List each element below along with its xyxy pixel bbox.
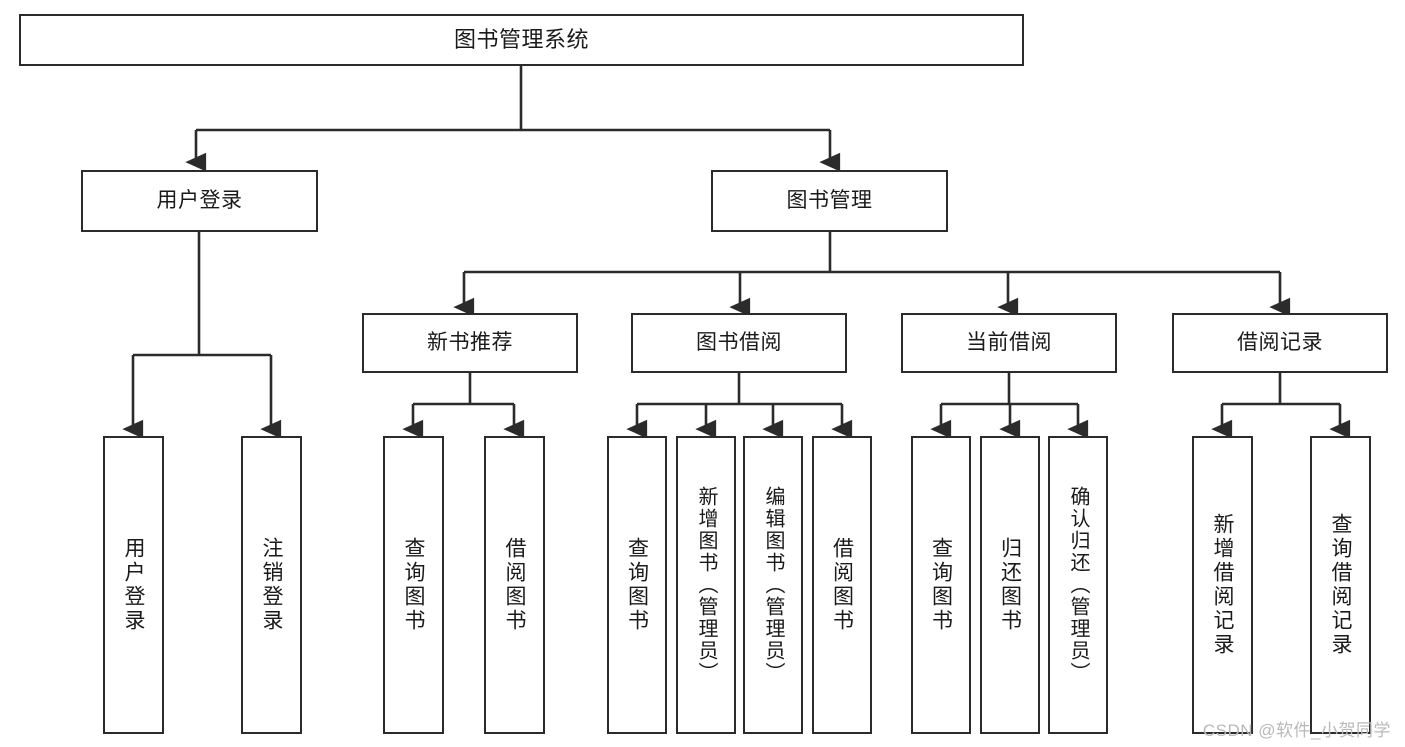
node-current-borrow[interactable]: 当前借阅 [901, 313, 1117, 373]
node-label: 借阅记录 [1237, 330, 1323, 354]
leaf-add-borrow-record[interactable]: 新增借阅记录 [1192, 436, 1253, 734]
leaf-query-book-current[interactable]: 查询图书 [911, 436, 971, 734]
leaf-query-book-borrow[interactable]: 查询图书 [607, 436, 667, 734]
leaf-return-book[interactable]: 归还图书 [980, 436, 1040, 734]
node-root-system[interactable]: 图书管理系统 [19, 14, 1024, 66]
node-book-borrow[interactable]: 图书借阅 [631, 313, 847, 373]
leaf-edit-book-admin[interactable]: 编辑图书（管理员） [743, 436, 803, 734]
leaf-add-book-admin[interactable]: 新增图书（管理员） [676, 436, 736, 734]
node-label: 新增图书（管理员） [695, 486, 717, 684]
leaf-user-login[interactable]: 用户登录 [103, 436, 164, 734]
node-label: 新书推荐 [427, 330, 513, 354]
leaf-borrow-book[interactable]: 借阅图书 [812, 436, 872, 734]
node-label: 用户登录 [122, 537, 145, 633]
node-label: 用户登录 [156, 188, 243, 212]
node-label: 图书管理系统 [453, 27, 589, 53]
leaf-query-borrow-record[interactable]: 查询借阅记录 [1310, 436, 1371, 734]
node-label: 归还图书 [998, 537, 1022, 633]
node-label: 确认归还（管理员） [1067, 486, 1089, 684]
node-label: 图书借阅 [696, 330, 782, 354]
csdn-watermark: CSDN @软件_小贺同学 [1202, 721, 1391, 740]
node-label: 借阅图书 [830, 537, 854, 633]
node-label: 查询图书 [625, 537, 649, 633]
node-new-book-recommend[interactable]: 新书推荐 [362, 313, 578, 373]
node-label: 新增借阅记录 [1211, 513, 1234, 657]
leaf-confirm-return-admin[interactable]: 确认归还（管理员） [1048, 436, 1108, 734]
leaf-query-book-recommend[interactable]: 查询图书 [383, 436, 444, 734]
leaf-borrow-book-recommend[interactable]: 借阅图书 [484, 436, 545, 734]
node-user-login[interactable]: 用户登录 [81, 170, 318, 232]
leaf-logout[interactable]: 注销登录 [241, 436, 302, 734]
node-label: 当前借阅 [966, 330, 1052, 354]
node-label: 图书管理 [786, 188, 873, 212]
node-label: 查询借阅记录 [1329, 513, 1352, 657]
node-label: 查询图书 [402, 537, 425, 633]
node-book-manage[interactable]: 图书管理 [711, 170, 948, 232]
node-label: 借阅图书 [503, 537, 526, 633]
node-label: 注销登录 [260, 537, 283, 633]
node-borrow-record[interactable]: 借阅记录 [1172, 313, 1388, 373]
node-label: 编辑图书（管理员） [762, 486, 784, 684]
node-label: 查询图书 [929, 537, 953, 633]
